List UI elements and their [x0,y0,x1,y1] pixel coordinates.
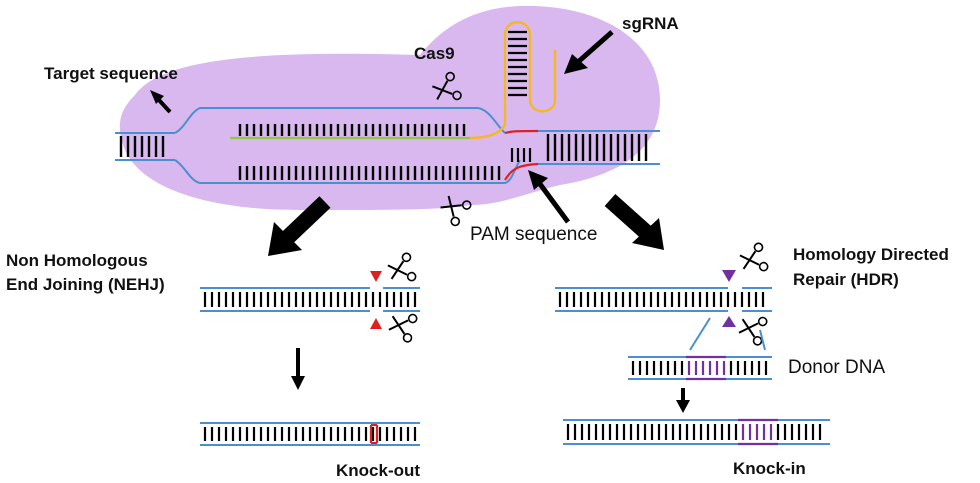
dna-top-strand-opened [174,107,506,134]
knock-out-label: Knock-out [336,461,421,480]
target-sequence-arrow [150,90,172,114]
nhej-repair-arrow [291,348,305,390]
hdr-cut-marker-top [722,270,736,282]
hdr-cut-marker-bottom [722,316,736,327]
cas9-label: Cas9 [414,44,455,63]
knock-in-dna [563,418,830,446]
nhej-title-line1: Non Homologous [6,251,148,270]
sgrna-label: sgRNA [622,14,679,33]
target-dna-right-duplex [538,130,660,165]
sgrna-scaffold [469,21,557,140]
donor-dna [628,355,772,381]
nhej-cut-dna [200,287,420,312]
hdr-pathway-arrow [604,194,664,250]
pam-sequence-label: PAM sequence [470,224,598,245]
homology-arm-left-guide [689,317,711,351]
pam-strand-top [504,129,539,135]
knock-out-dna [200,422,420,446]
pam-pointer-arrow [528,170,571,224]
nhej-pathway-arrow [268,196,331,256]
hdr-repair-arrow [676,388,690,413]
nhej-cut-marker-bottom [370,318,382,329]
donor-dna-label: Donor DNA [788,357,886,378]
nhej-scissors-top [385,251,418,287]
knock-in-label: Knock-in [733,459,806,478]
hdr-scissors-top [737,241,770,277]
sgrna-pointer-arrow [564,30,614,74]
pam-strand-bottom [504,162,539,181]
hdr-title-line2: Repair (HDR) [793,270,899,289]
target-sequence-label: Target sequence [44,64,178,83]
hdr-title-line1: Homology Directed [793,245,949,264]
hdr-cut-dna [555,287,772,312]
nhej-cut-marker-top [370,271,382,282]
nhej-title-line2: End Joining (NEHJ) [6,275,165,294]
nhej-scissors-bottom [386,308,419,344]
homology-arm-right-guide [759,329,766,351]
target-dna-left-duplex [115,132,175,161]
